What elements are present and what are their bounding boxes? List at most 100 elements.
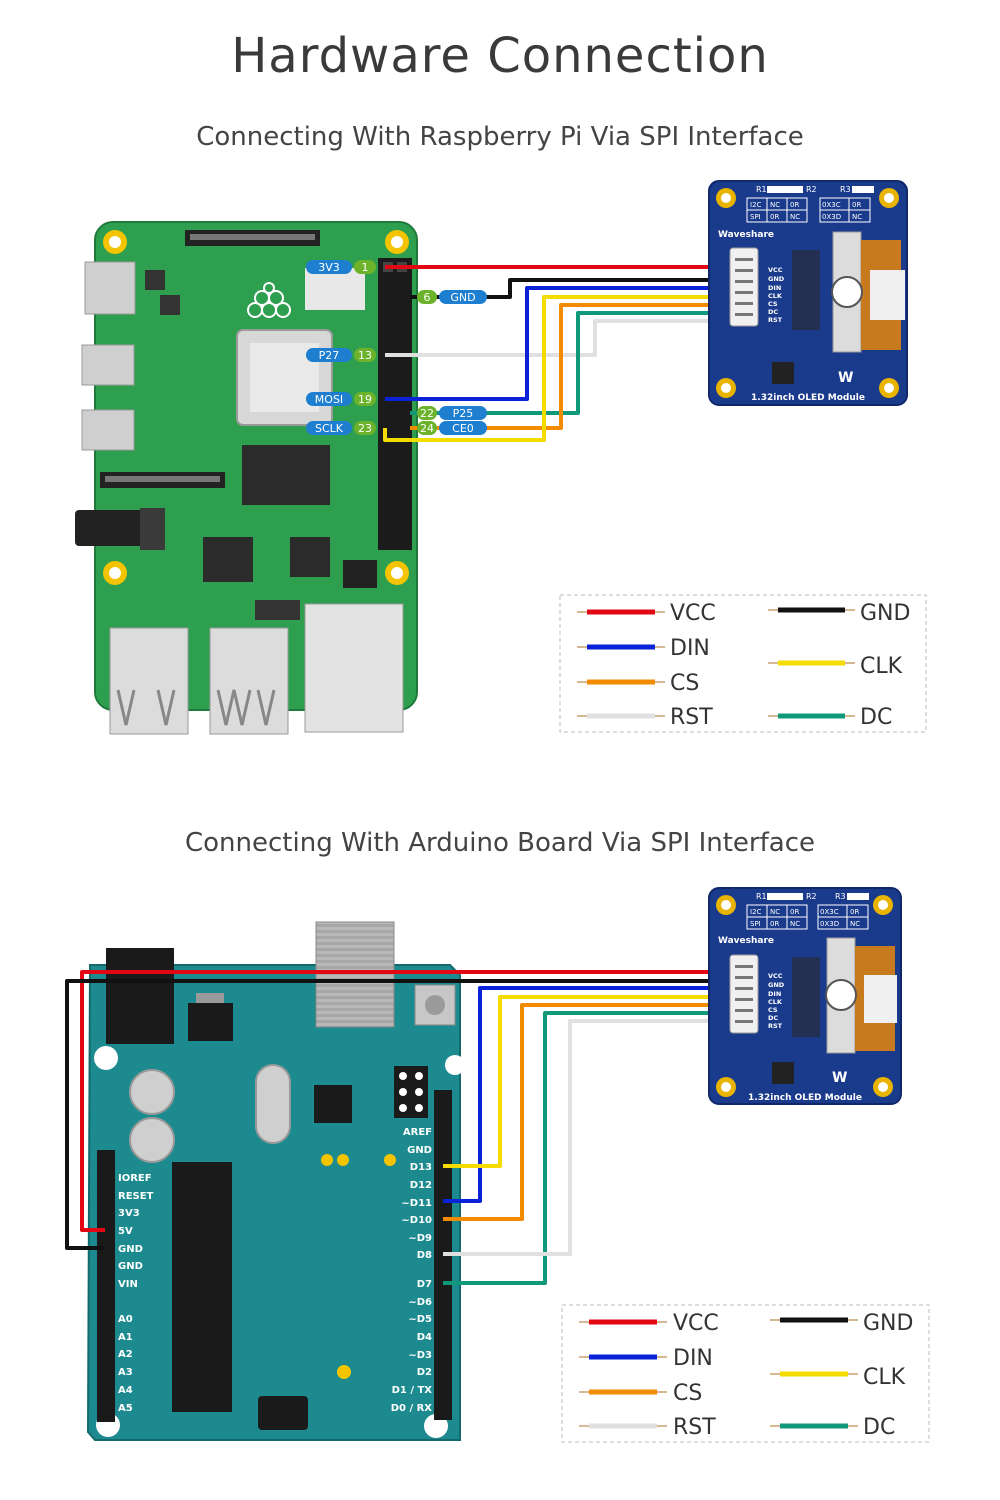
rpi-pin-number: 24	[420, 422, 434, 435]
rpi-pin-number: 6	[424, 291, 431, 304]
oled-table-cell: 0R	[770, 920, 779, 928]
arduino-pin-label: D13	[410, 1162, 432, 1173]
legend-label: GND	[860, 601, 910, 626]
raspberry-pi-board	[75, 221, 418, 735]
svg-text:W: W	[832, 1070, 847, 1086]
oled-table-cell: NC	[770, 908, 780, 916]
arduino-pin-label: D8	[417, 1250, 432, 1261]
rpi-pin-name: P27	[319, 349, 340, 362]
rpi-section-subtitle: Connecting With Raspberry Pi Via SPI Int…	[196, 122, 804, 152]
oled-brand: Waveshare	[718, 936, 774, 946]
oled-module-top: R1 R2 R3 I2C NC 0R SPI 0R NC 0X3C 0R 0X3…	[708, 180, 908, 406]
legend-label: GND	[863, 1311, 913, 1336]
arduino-pin-label: 3V3	[118, 1208, 140, 1219]
arduino-pin-label: ~D6	[408, 1297, 432, 1308]
legend-label: DC	[860, 705, 892, 730]
oled-resistor-label: R1	[756, 892, 767, 901]
oled-table-cell: 0X3C	[822, 201, 841, 209]
oled-table-cell: NC	[790, 920, 800, 928]
oled-table-cell: 0R	[770, 213, 779, 221]
rpi-pin-name: 3V3	[318, 261, 340, 274]
legend-bottom: VCC GND DIN CLK CS RST DC	[561, 1304, 930, 1443]
oled-pin-label: CS	[768, 1006, 778, 1014]
legend-label: DIN	[673, 1346, 713, 1371]
rpi-pin-name: CE0	[452, 422, 474, 435]
rpi-pin-name: GND	[450, 291, 475, 304]
oled-table-cell: I2C	[750, 908, 762, 916]
legend-label: CS	[673, 1381, 702, 1406]
arduino-pin-label: D1 / TX	[392, 1385, 433, 1396]
arduino-pin-label: ~D10	[401, 1215, 432, 1226]
oled-pin-label: CLK	[768, 292, 783, 300]
arduino-pin-label: D12	[410, 1180, 432, 1191]
arduino-board: IOREF RESET 3V3 5V GND GND VIN A0 A1 A2 …	[86, 921, 465, 1441]
oled-pin-label: GND	[768, 981, 785, 989]
raspberry-logo-icon	[247, 282, 291, 318]
oled-pin-label: CS	[768, 300, 778, 308]
legend-label: VCC	[673, 1311, 719, 1336]
arduino-pin-label: AREF	[403, 1127, 432, 1138]
arduino-pin-label: GND	[118, 1244, 143, 1255]
rpi-pin-labels: 3V3 1 6 GND P27 13 MOSI 19 22 P25 SCLK 2…	[306, 260, 487, 435]
arduino-pin-label: A4	[118, 1385, 133, 1396]
oled-module-bottom: R1 R2 R3 I2C NC 0R SPI 0R NC 0X3C 0R 0X3…	[708, 887, 902, 1105]
rpi-pin-number: 13	[358, 349, 372, 362]
oled-table-cell: NC	[770, 201, 780, 209]
oled-pin-label: DC	[768, 308, 778, 316]
oled-brand: Waveshare	[718, 230, 774, 240]
rpi-wires	[383, 265, 738, 442]
oled-table-cell: 0X3D	[820, 920, 839, 928]
legend-label: RST	[673, 1415, 716, 1440]
arduino-pin-label: ~D3	[408, 1350, 432, 1361]
oled-resistor-label: R2	[806, 185, 817, 194]
rpi-pin-name: P25	[453, 407, 474, 420]
oled-table-cell: SPI	[750, 213, 761, 221]
arduino-pin-label: ~D9	[408, 1233, 432, 1244]
arduino-pin-label: D0 / RX	[391, 1403, 433, 1414]
oled-pin-label: RST	[768, 1022, 783, 1030]
oled-resistor-label: R2	[806, 892, 817, 901]
arduino-pin-label: D2	[417, 1367, 432, 1378]
arduino-section-subtitle: Connecting With Arduino Board Via SPI In…	[185, 828, 815, 858]
arduino-pin-label: 5V	[118, 1226, 133, 1237]
arduino-pin-label: ~D5	[408, 1314, 432, 1325]
rpi-pin-number: 23	[358, 422, 372, 435]
legend-label: CLK	[860, 654, 903, 679]
arduino-pin-label: GND	[118, 1261, 143, 1272]
arduino-pin-label: A3	[118, 1367, 133, 1378]
legend-label: VCC	[670, 601, 716, 626]
oled-module-name: 1.32inch OLED Module	[751, 393, 865, 403]
arduino-pin-label: A0	[118, 1314, 133, 1325]
legend-label: CS	[670, 671, 699, 696]
oled-pin-label: DIN	[768, 284, 781, 292]
arduino-wires	[65, 970, 738, 1285]
page-title: Hardware Connection	[231, 28, 769, 84]
rpi-pin-number: 19	[358, 393, 372, 406]
legend-top: VCC GND DIN CLK CS RST DC	[559, 594, 927, 733]
legend-label: CLK	[863, 1365, 906, 1390]
rpi-pin-name: MOSI	[315, 393, 343, 406]
arduino-pin-label: D4	[417, 1332, 432, 1343]
rpi-pin-number: 22	[420, 407, 434, 420]
arduino-pin-label: A1	[118, 1332, 133, 1343]
oled-table-cell: 0X3D	[822, 213, 841, 221]
rpi-pin-number: 1	[362, 261, 369, 274]
arduino-pin-label: IOREF	[118, 1173, 152, 1184]
svg-text:W: W	[838, 370, 853, 386]
arduino-pin-label: A5	[118, 1403, 133, 1414]
oled-table-cell: NC	[852, 213, 862, 221]
legend-label: DIN	[670, 636, 710, 661]
arduino-pin-label: ~D11	[401, 1198, 432, 1209]
legend-label: RST	[670, 705, 713, 730]
oled-resistor-label: R3	[840, 185, 851, 194]
oled-pin-label: VCC	[768, 972, 783, 980]
oled-pin-label: DC	[768, 1014, 778, 1022]
oled-table-cell: 0R	[790, 908, 799, 916]
oled-table-cell: 0R	[790, 201, 799, 209]
oled-pin-label: RST	[768, 316, 783, 324]
oled-resistor-label: R3	[835, 892, 846, 901]
rpi-pin-name: SCLK	[315, 422, 344, 435]
oled-table-cell: 0R	[850, 908, 859, 916]
oled-pin-label: VCC	[768, 266, 783, 274]
